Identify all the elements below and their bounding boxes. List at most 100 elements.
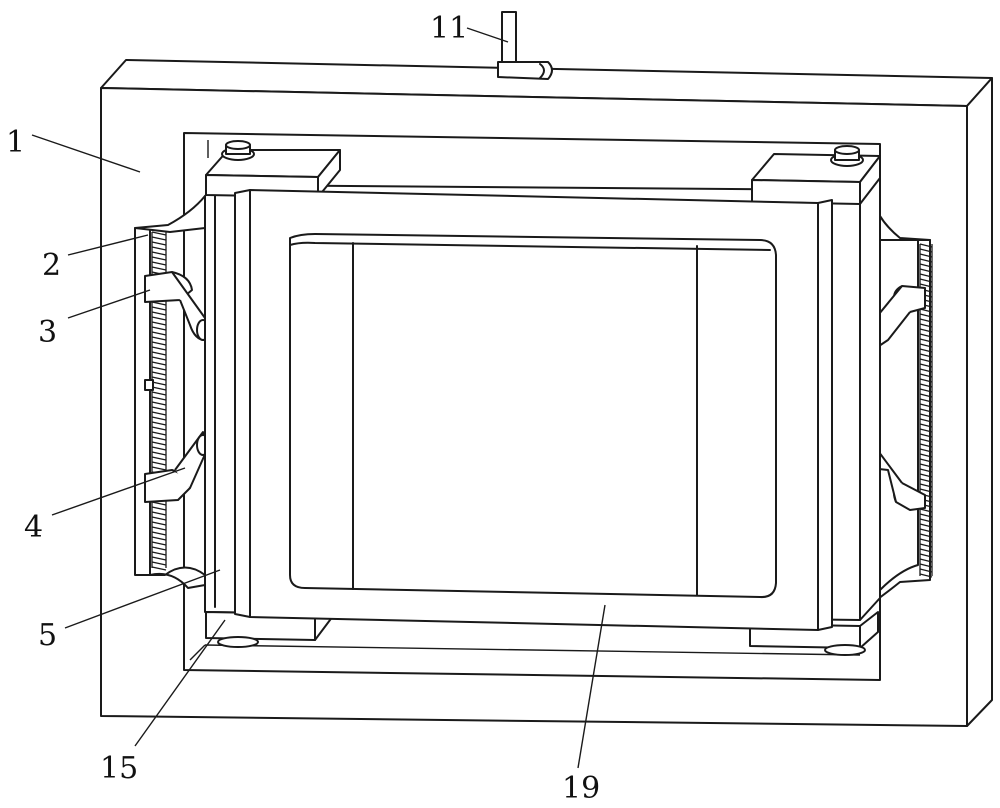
spring-coil bbox=[919, 543, 933, 548]
spring-coil bbox=[151, 256, 167, 261]
spring-coil bbox=[151, 236, 167, 241]
spring-coil bbox=[151, 371, 167, 376]
spring-coil bbox=[151, 526, 167, 531]
spring-coil bbox=[919, 523, 933, 528]
spring-coil bbox=[919, 243, 933, 248]
spring-coil bbox=[151, 546, 167, 551]
spring-coil bbox=[151, 316, 167, 321]
spring-coil bbox=[151, 346, 167, 351]
spring-coil bbox=[151, 456, 167, 461]
spring-coil bbox=[151, 321, 167, 326]
spring-coil bbox=[919, 463, 933, 468]
spring-coil bbox=[151, 531, 167, 536]
label-4: 4 bbox=[24, 510, 43, 545]
spring-coil bbox=[151, 411, 167, 416]
spring-coil bbox=[919, 283, 933, 288]
top-left-clamp bbox=[205, 140, 341, 198]
spring-coil bbox=[919, 368, 933, 373]
spring-coil bbox=[919, 488, 933, 493]
spring-coil bbox=[919, 363, 933, 368]
spring-coil bbox=[919, 403, 933, 408]
top-right-clamp bbox=[751, 145, 881, 205]
spring-coil bbox=[919, 348, 933, 353]
spring-coil bbox=[919, 448, 933, 453]
spring-coil bbox=[919, 513, 933, 518]
spring-coil bbox=[919, 328, 933, 333]
spring-coil bbox=[151, 391, 167, 396]
spring-coil bbox=[919, 418, 933, 423]
spring-coil bbox=[919, 343, 933, 348]
leader-lines bbox=[31, 27, 606, 769]
spring-coil bbox=[151, 356, 167, 361]
spring-coil bbox=[151, 511, 167, 516]
spring-coil bbox=[919, 263, 933, 268]
spring-coil bbox=[151, 326, 167, 331]
spring-coil bbox=[919, 333, 933, 338]
spring-coil bbox=[151, 556, 167, 561]
spring-coil bbox=[919, 458, 933, 463]
spring-coil bbox=[919, 438, 933, 443]
spring-coil bbox=[919, 528, 933, 533]
spring-coil bbox=[919, 378, 933, 383]
spring-coil bbox=[151, 426, 167, 431]
spring-coil bbox=[919, 518, 933, 523]
spring-coil bbox=[151, 451, 167, 456]
spring-coil bbox=[919, 323, 933, 328]
spring-coil bbox=[919, 313, 933, 318]
spring-coil bbox=[151, 421, 167, 426]
spring-coil bbox=[919, 398, 933, 403]
spring-coil bbox=[919, 558, 933, 563]
spring-coil bbox=[919, 473, 933, 478]
spring-coil bbox=[919, 433, 933, 438]
spring-coil bbox=[919, 548, 933, 553]
spring-coil bbox=[919, 428, 933, 433]
spring-coil bbox=[919, 443, 933, 448]
spring-coil bbox=[151, 466, 167, 471]
spring-coil bbox=[151, 431, 167, 436]
spring-coil bbox=[151, 366, 167, 371]
spring-coil bbox=[151, 241, 167, 246]
spring-coil bbox=[919, 573, 933, 578]
spring-coil bbox=[151, 266, 167, 271]
spring-coil bbox=[151, 446, 167, 451]
spring-coil bbox=[151, 501, 167, 506]
label-1: 1 bbox=[6, 125, 25, 160]
spring-coil bbox=[919, 483, 933, 488]
reference-numerals: 1 2 3 4 5 11 15 19 bbox=[6, 11, 600, 806]
spring-coil bbox=[151, 311, 167, 316]
spring-coil bbox=[919, 453, 933, 458]
spring-coil bbox=[151, 341, 167, 346]
spring-coil bbox=[919, 468, 933, 473]
spring-coil bbox=[151, 306, 167, 311]
spring-coil bbox=[919, 383, 933, 388]
label-2: 2 bbox=[42, 248, 61, 283]
spring-coil bbox=[151, 331, 167, 336]
spring-coil bbox=[919, 508, 933, 513]
spring-coil bbox=[919, 338, 933, 343]
label-15: 15 bbox=[100, 751, 138, 786]
spring-coil bbox=[919, 268, 933, 273]
spring-coil bbox=[151, 336, 167, 341]
spring-coil bbox=[151, 376, 167, 381]
label-11: 11 bbox=[430, 11, 468, 46]
spring-coil bbox=[151, 251, 167, 256]
bottom-left-clamp bbox=[205, 611, 337, 648]
label-5: 5 bbox=[38, 618, 57, 653]
spring-coil bbox=[919, 358, 933, 363]
spring-coil bbox=[151, 231, 167, 236]
spring-coil bbox=[151, 566, 167, 571]
spring-coil bbox=[151, 301, 167, 306]
spring-coil bbox=[151, 506, 167, 511]
spring-coil bbox=[919, 258, 933, 263]
display-panel bbox=[289, 233, 777, 599]
spring-coil bbox=[151, 351, 167, 356]
spring-coil bbox=[919, 318, 933, 323]
spring-coil bbox=[151, 536, 167, 541]
spring-coil bbox=[151, 441, 167, 446]
spring-coil bbox=[919, 478, 933, 483]
spring-coil bbox=[919, 563, 933, 568]
spring-coil bbox=[919, 553, 933, 558]
spring-coil bbox=[919, 393, 933, 398]
spring-coil bbox=[151, 401, 167, 406]
